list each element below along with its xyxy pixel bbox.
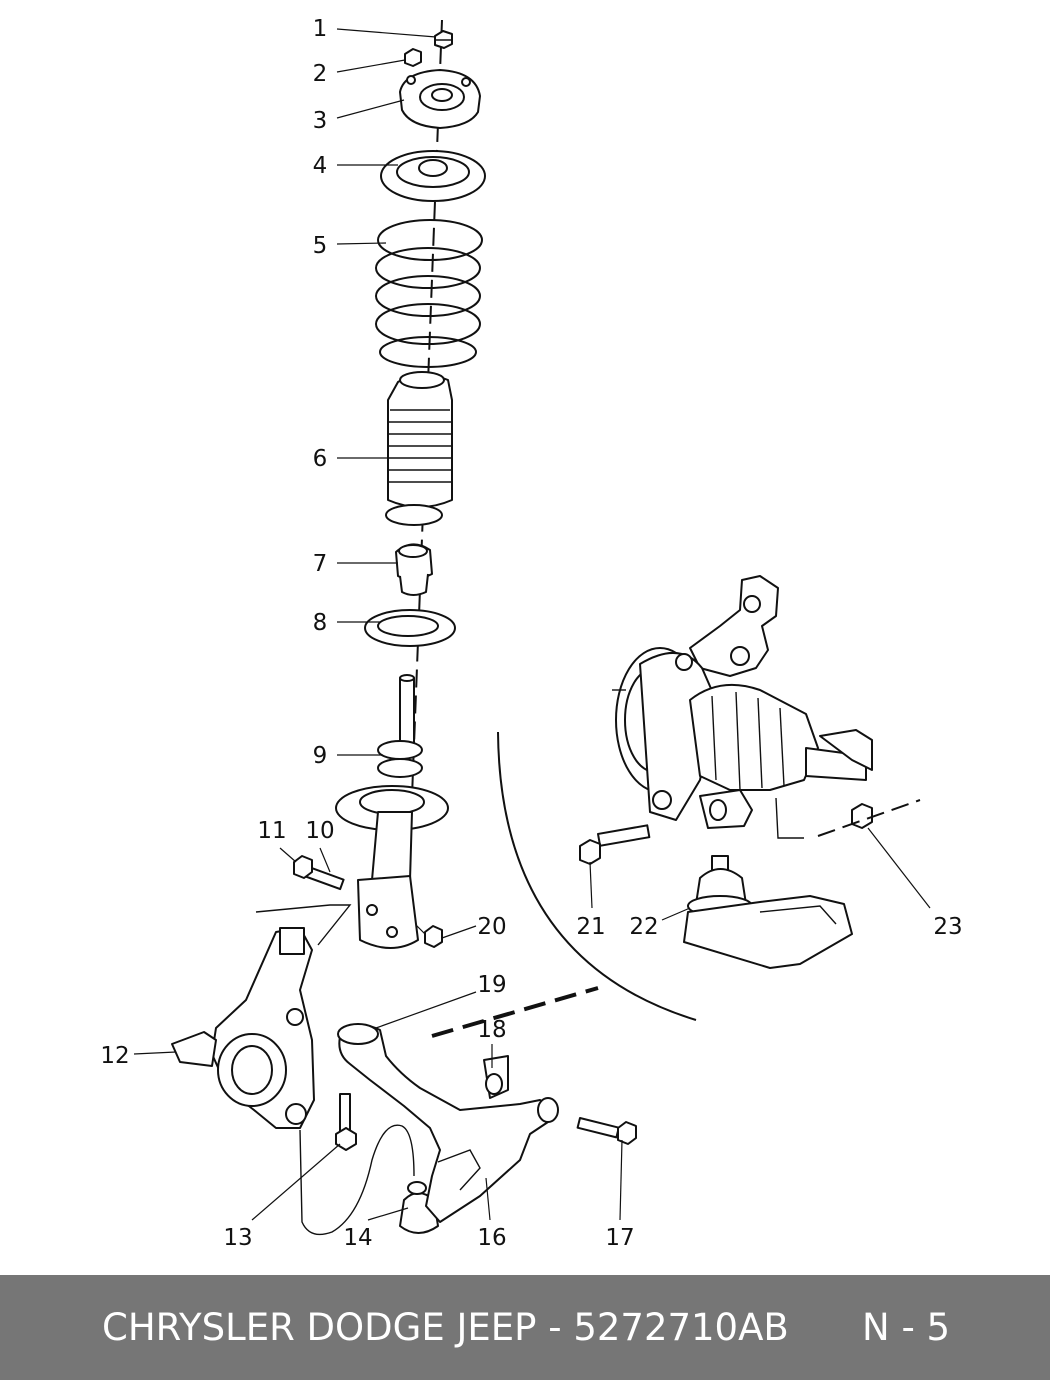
callout-9: 9 [313,743,328,769]
callout-18: 18 [477,1017,506,1043]
callout-22: 22 [629,914,658,940]
callout-10: 10 [305,818,334,844]
callout-1: 1 [313,16,328,42]
detail-pointer-line [431,986,599,1038]
callout-4: 4 [313,153,328,179]
callout-5: 5 [313,233,328,259]
callout-13: 13 [223,1225,252,1251]
part-top-nut [434,30,453,49]
callout-20: 20 [477,914,506,940]
callout-8: 8 [313,610,328,636]
footer-title: CHRYSLER DODGE JEEP - 5272710AB [102,1306,789,1349]
footer-page-number: N - 5 [862,1306,951,1349]
connector-loop [299,1124,415,1236]
leader-lines [133,28,931,1221]
callout-17: 17 [605,1225,634,1251]
callout-16: 16 [477,1225,506,1251]
callout-7: 7 [313,551,328,577]
part-strut-nut [415,924,443,948]
part-hub-assembly [612,575,873,839]
callout-11: 11 [257,818,286,844]
detail-boundary-arc [497,731,697,1021]
part-detail-bolt [579,824,651,865]
part-spring-isolator [364,609,456,647]
callout-3: 3 [313,108,328,134]
part-strut-bolt [293,855,345,891]
callout-21: 21 [576,914,605,940]
part-stud-nut [404,48,422,67]
callout-19: 19 [477,972,506,998]
callout-23: 23 [933,914,962,940]
part-arm-bolt [576,1117,637,1145]
part-upper-mount [399,69,481,129]
part-coil-spring [375,219,483,368]
callout-12: 12 [100,1043,129,1069]
part-detail-nut [817,799,921,837]
part-lower-control-arm [337,1023,559,1223]
part-steering-knuckle [171,904,352,1129]
footer-bar: CHRYSLER DODGE JEEP - 5272710AB N - 5 [0,1275,1050,1380]
parts-diagram: 1 2 3 4 5 6 7 8 9 10 11 12 13 14 16 17 1… [100,16,962,1251]
part-spring-seat [380,150,486,202]
callout-6: 6 [313,446,328,472]
part-bushing-clip [483,1055,509,1099]
part-detail-ball-joint [683,855,853,969]
part-knuckle-bolt [335,1093,357,1151]
callout-14: 14 [343,1225,372,1251]
part-strut-assembly [335,674,449,949]
callout-2: 2 [313,61,328,87]
part-dust-boot [385,371,453,526]
part-jounce-bumper [395,543,433,596]
